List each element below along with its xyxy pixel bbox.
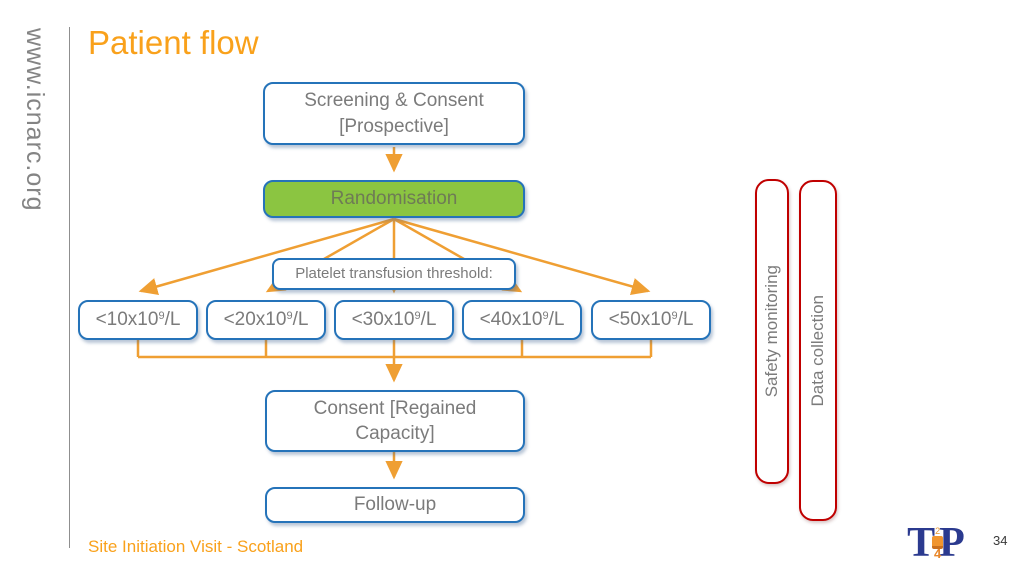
panel-data-collection-label: Data collection [808,294,827,407]
trial-logo: T 2 4 P [903,517,969,569]
threshold-20-unit: /L [292,309,309,331]
threshold-30-unit: /L [420,309,437,331]
logo-letter-p: P [939,520,965,566]
sidebar-divider-line [69,27,70,548]
node-randomisation: Randomisation [263,180,525,218]
threshold-50-value: <50x10 [608,309,672,331]
panel-data-collection: Data collection [799,180,837,521]
threshold-caption-label: Platelet transfusion threshold: [295,265,493,283]
node-randomisation-label: Randomisation [330,188,458,210]
node-consent-regained: Consent [Regained Capacity] [265,390,525,452]
node-screening-line1: Screening & Consent [304,90,484,112]
logo-number-4: 4 [934,545,942,561]
footer-caption: Site Initiation Visit - Scotland [88,537,304,556]
node-consent-line2: Capacity] [355,423,435,444]
panel-safety-monitoring: Safety monitoring [755,179,789,484]
logo-letter-t: T [907,520,936,566]
node-screening-line2: [Prospective] [339,115,449,137]
page-number: 34 [993,533,1008,548]
threshold-40-value: <40x10 [479,309,543,331]
node-followup: Follow-up [265,487,525,523]
threshold-50-unit: /L [677,309,694,331]
page-title: Patient flow [88,24,259,61]
panel-safety-monitoring-label: Safety monitoring [762,265,781,398]
node-threshold-caption: Platelet transfusion threshold: [272,258,516,290]
node-screening-consent: Screening & Consent [Prospective] [263,82,525,145]
threshold-10-unit: /L [164,309,181,331]
node-followup-label: Follow-up [353,494,437,516]
threshold-40-unit: /L [548,309,565,331]
threshold-20-value: <20x10 [223,309,287,331]
threshold-30-value: <30x10 [351,309,415,331]
threshold-10-value: <10x10 [95,309,159,331]
node-consent-line1: Consent [Regained [313,397,477,419]
logo-hourglass-icon: 2 4 [932,525,944,561]
hourglass-icon [932,535,944,549]
logo-superscript-2: 2 [935,525,941,536]
connector-thresholds-merge [136,340,653,383]
sidebar-website-url: www.icnarc.org [21,28,49,212]
